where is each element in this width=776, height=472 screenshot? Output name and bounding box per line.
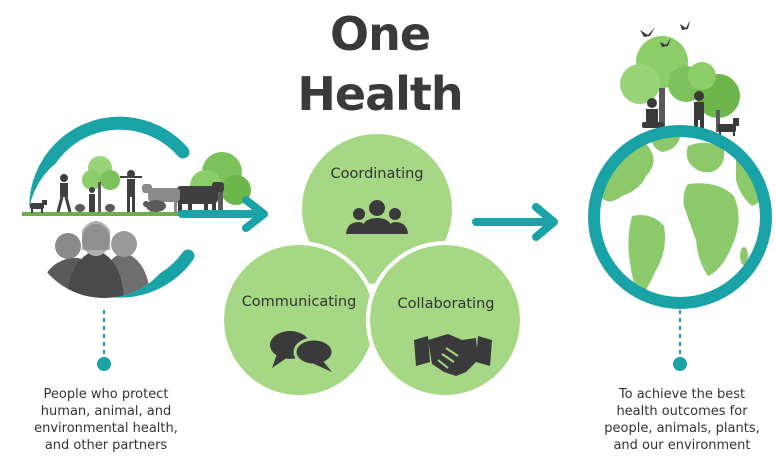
- left-caption-line: human, animal, and: [40, 404, 172, 419]
- right-caption-line: health outcomes for: [616, 404, 748, 419]
- right-arrow-icon: [472, 203, 558, 241]
- gardener-icon: [642, 98, 664, 128]
- left-caption-line: People who protect: [43, 387, 169, 402]
- cow-icon: [176, 182, 224, 213]
- title-line-one: One: [329, 7, 431, 61]
- top-trees: [620, 36, 740, 132]
- people-group-icon: [346, 200, 408, 234]
- left-caption: People who protect human, animal, and en…: [24, 386, 188, 454]
- right-caption-line: people, animals, plants,: [604, 421, 760, 436]
- speech-bubbles-icon: [270, 331, 335, 372]
- collaborating-label: Collaborating: [397, 296, 495, 312]
- left-arrow-icon: [178, 196, 268, 232]
- communicating-circle: [220, 241, 378, 399]
- small-tree-icon: [82, 156, 120, 212]
- coordinating-label: Coordinating: [330, 166, 424, 182]
- left-connector-dot: [97, 357, 111, 371]
- farm-scene-band: [22, 152, 251, 216]
- left-caption-line: environmental health,: [34, 421, 178, 436]
- globe-teal-ring: [588, 125, 772, 309]
- right-globe-group: [588, 20, 772, 371]
- handshake-icon: [414, 334, 492, 376]
- dog-icon: [30, 200, 47, 213]
- collaboration-circles: [220, 130, 524, 399]
- right-connector-dot: [673, 357, 687, 371]
- farmer-icon: [120, 170, 142, 212]
- right-caption: To achieve the best health outcomes for …: [596, 386, 768, 454]
- sheep-icon: [143, 200, 166, 212]
- goat-icon: [718, 118, 739, 136]
- collaborating-circle: [366, 241, 524, 399]
- chicken-icon: [75, 204, 115, 212]
- walking-person-icon: [56, 174, 72, 213]
- title-line-two: Health: [297, 67, 463, 121]
- bird-icon: [640, 20, 690, 47]
- left-caption-line: and other partners: [44, 438, 168, 453]
- communicating-label: Communicating: [241, 294, 357, 310]
- right-caption-line: To achieve the best: [618, 387, 746, 402]
- child-icon: [89, 187, 95, 212]
- right-caption-line: and our environment: [613, 438, 751, 453]
- person-carrying-icon: [694, 91, 704, 130]
